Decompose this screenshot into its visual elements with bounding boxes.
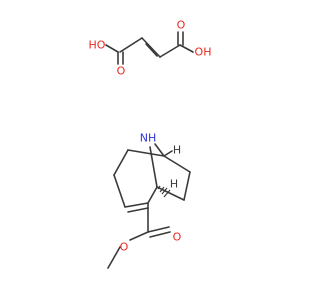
structure-canvas: HO O O OH	[88, 18, 212, 269]
bond-c4-oh	[179, 44, 194, 53]
bond-c1-h	[163, 150, 173, 157]
fumaric-acid: HO O O OH	[89, 19, 212, 78]
atom-oh-right: OH	[195, 46, 212, 59]
bond-c1-c2	[127, 149, 165, 157]
bond-c2-c3	[113, 149, 129, 176]
bond-ho-c1	[105, 44, 119, 53]
molecule-drawing: HO O O OH	[89, 19, 212, 269]
bicyclic-ester: NH H H O O	[107, 132, 191, 269]
bond-c4-c5a-a	[124, 202, 149, 208]
bond-ester-c-o-double-a	[147, 226, 170, 233]
bond-c1-c7	[163, 155, 191, 173]
bond-o-methyl	[107, 246, 121, 269]
bond-c7-c6	[183, 171, 191, 201]
bond-c5a-c5	[147, 186, 158, 204]
atom-nh: NH	[140, 132, 157, 145]
atom-o-right: O	[177, 19, 186, 32]
bond-c2-c3-a	[141, 37, 161, 58]
bond-c4-c5a-b	[127, 207, 149, 213]
bond-c1-c2	[119, 37, 143, 53]
stereo-hash-c5-h	[157, 185, 171, 198]
atom-h-top: H	[173, 144, 181, 157]
bond-n-c5	[149, 146, 158, 188]
bond-c3-c4	[113, 174, 126, 208]
bond-n-c1	[154, 143, 165, 157]
atom-ester-o-ether: O	[120, 241, 129, 254]
bond-ester-c-o-ether	[129, 231, 149, 241]
atom-o-left: O	[117, 65, 126, 78]
atom-ho-left: HO	[89, 39, 106, 52]
atom-h-bottom: H	[170, 178, 178, 191]
bond-c2-c3-b	[145, 43, 158, 57]
bond-ester-c-o-double-b	[149, 231, 171, 238]
atom-ester-o-carbonyl: O	[173, 231, 182, 244]
bond-c3-c4	[159, 44, 181, 58]
